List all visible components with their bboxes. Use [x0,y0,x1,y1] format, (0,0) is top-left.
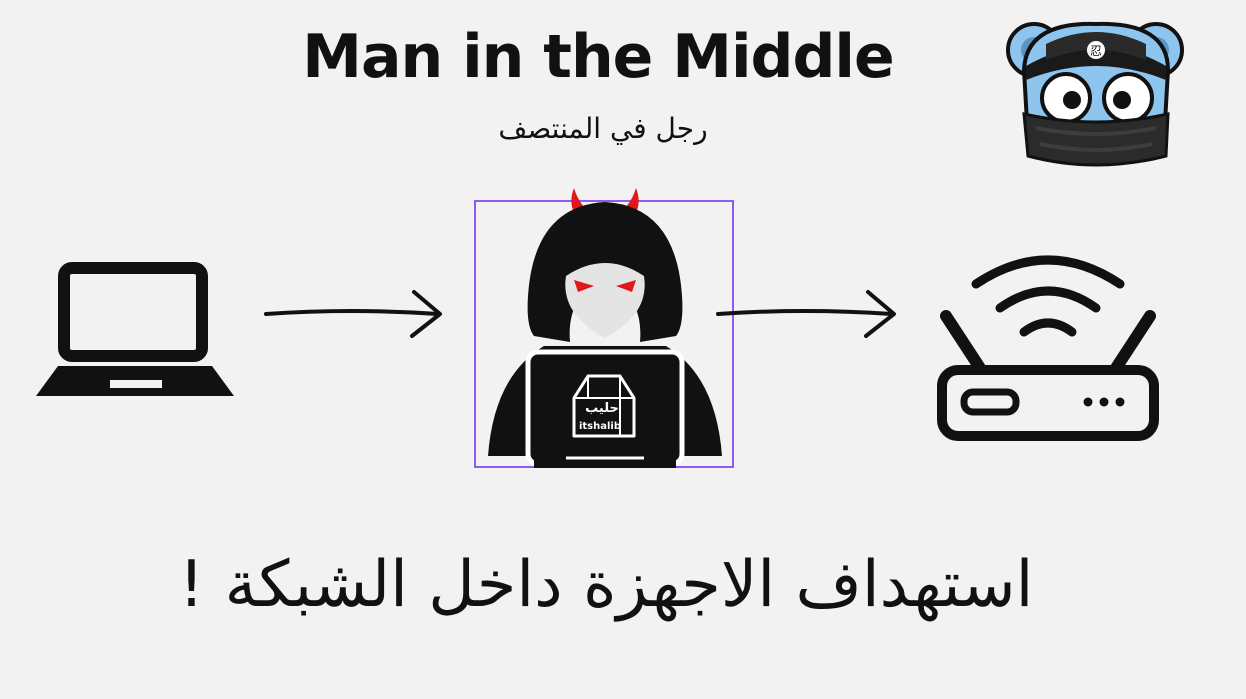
hooded-hacker-icon: حليب itshalib [488,188,722,468]
wifi-router-icon [937,255,1159,441]
laptop-brand-english: itshalib [579,421,621,432]
milk-carton-icon: حليب itshalib [572,374,636,438]
laptop-icon [36,262,234,396]
page-title: Man in the Middle [302,22,894,92]
laptop-brand-arabic: حليب [585,401,619,416]
arrow-laptop-to-attacker [264,290,442,338]
page-caption: استهداف الاجهزة داخل الشبكة ! [178,548,1034,622]
ninja-mascot-icon: 忍 [1006,21,1184,167]
page-subtitle: رجل في المنتصف [498,112,708,145]
svg-text:忍: 忍 [1090,44,1102,58]
arrow-attacker-to-router [716,290,896,338]
